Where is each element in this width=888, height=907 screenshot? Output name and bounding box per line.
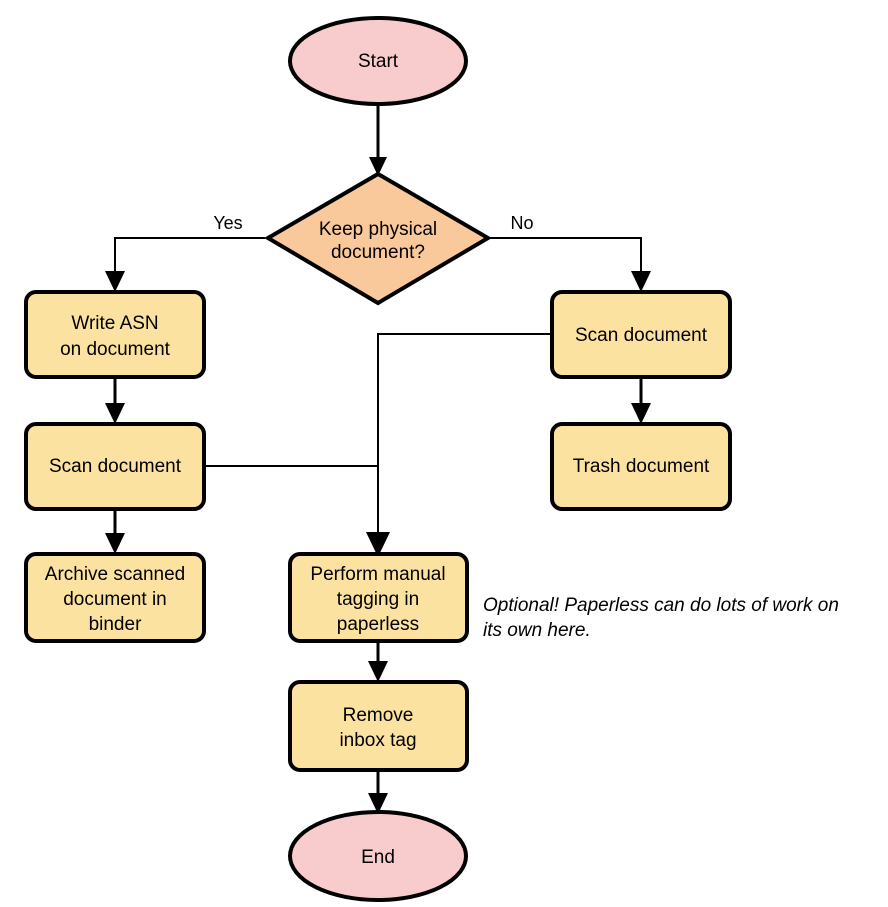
edge-label-no: No: [510, 213, 533, 233]
archive-label-line2: document in: [63, 589, 167, 610]
start-label: Start: [358, 51, 399, 72]
connector-scan-right-to-manual-tagging: [377, 333, 552, 545]
decision-label-line2: document?: [331, 242, 425, 263]
node-scan-document-left[interactable]: Scan document: [24, 422, 206, 511]
manual-tagging-box-shape: [288, 552, 469, 643]
connector-scan-left-to-archive: [105, 509, 125, 554]
write-asn-box-shape: [24, 290, 206, 379]
node-perform-manual-tagging[interactable]: Perform manual tagging in paperless: [288, 552, 469, 643]
archive-label-line1: Archive scanned: [45, 564, 185, 585]
connector-write-asn-to-scan-left: [105, 377, 125, 424]
node-end[interactable]: End: [288, 810, 468, 902]
node-start[interactable]: Start: [288, 16, 468, 106]
connector-remove-inbox-to-end: [368, 771, 388, 814]
node-scan-document-right[interactable]: Scan document: [550, 290, 732, 379]
trash-document-box-shape: [550, 422, 732, 511]
decision-label-line1: Keep physical: [319, 219, 437, 240]
node-write-asn-on-document[interactable]: Write ASN on document: [24, 290, 206, 379]
scan-document-left-label: Scan document: [49, 456, 182, 477]
archive-label-line3: binder: [89, 614, 142, 635]
node-trash-document[interactable]: Trash document: [550, 422, 732, 511]
connector-scan-right-to-trash: [631, 377, 651, 424]
manual-tagging-label-line2: tagging in: [337, 589, 419, 610]
connector-decision-yes-to-write-asn: [105, 237, 265, 292]
remove-inbox-label-line1: Remove: [343, 705, 414, 726]
annotation-note: Optional! Paperless can do lots of work …: [483, 595, 839, 641]
annotation-line2: its own here.: [483, 620, 591, 641]
scan-document-right-box-shape: [550, 290, 732, 379]
end-ellipse-shape: [288, 810, 468, 902]
write-asn-label-line1: Write ASN: [71, 313, 158, 334]
decision-diamond-shape: [264, 171, 492, 306]
node-decision-keep-physical-document[interactable]: Keep physical document?: [264, 171, 492, 306]
node-remove-inbox-tag[interactable]: Remove inbox tag: [288, 680, 469, 772]
remove-inbox-label-line2: inbox tag: [339, 730, 416, 751]
start-ellipse-shape: [288, 16, 468, 106]
connector-start-to-decision: [369, 104, 387, 176]
remove-inbox-box-shape: [288, 680, 469, 772]
connector-scan-left-to-manual-tagging: [205, 465, 390, 557]
archive-box-shape: [24, 552, 206, 643]
connector-manual-tagging-to-remove-inbox: [368, 642, 388, 682]
end-label: End: [361, 847, 395, 868]
edge-label-yes: Yes: [213, 213, 242, 233]
manual-tagging-label-line3: paperless: [337, 614, 419, 635]
scan-document-left-box-shape: [24, 422, 206, 511]
connector-decision-no-to-scan-right: [490, 237, 651, 292]
node-archive-scanned-document[interactable]: Archive scanned document in binder: [24, 552, 206, 643]
scan-document-right-label: Scan document: [575, 325, 708, 346]
write-asn-label-line2: on document: [60, 339, 171, 360]
trash-document-label: Trash document: [573, 456, 710, 477]
manual-tagging-label-line1: Perform manual: [310, 564, 445, 585]
annotation-line1: Optional! Paperless can do lots of work …: [483, 595, 839, 616]
